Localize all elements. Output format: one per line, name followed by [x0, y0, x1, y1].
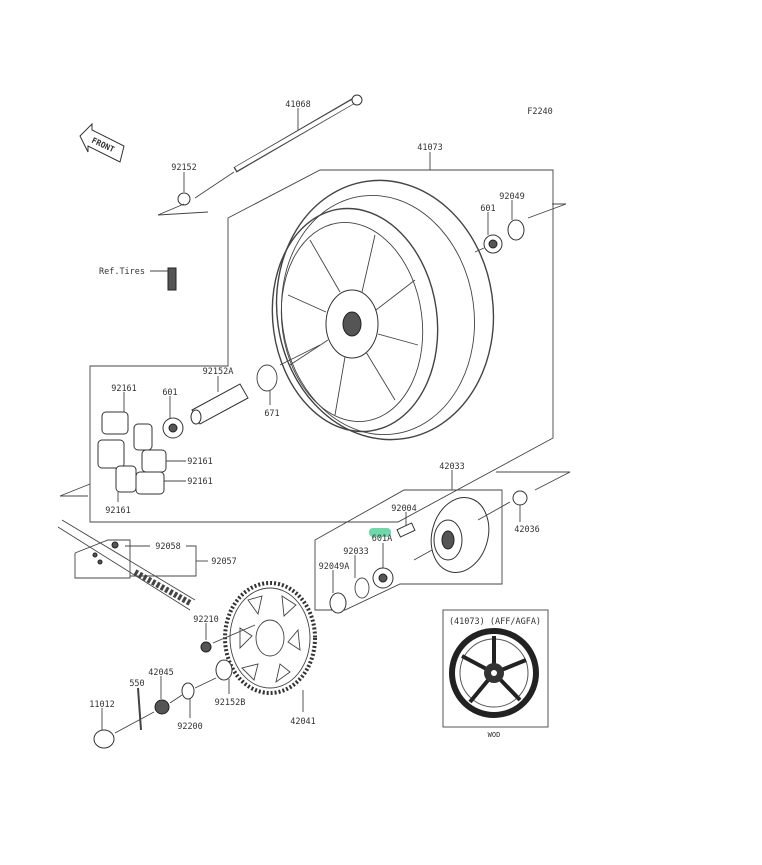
chain-part	[57, 519, 196, 611]
label-11012[interactable]: 11012	[89, 700, 115, 710]
inset-caption: WOD	[488, 731, 501, 739]
cotter-pin-part	[137, 687, 142, 731]
label-601[interactable]: 601	[162, 388, 177, 398]
stud-part	[396, 522, 416, 538]
inset-title: (41073) (AFF/AGFA)	[449, 617, 541, 627]
collar-sprocket-part	[215, 659, 233, 681]
label-92210[interactable]: 92210	[193, 615, 219, 625]
label-92161[interactable]: 92161	[187, 457, 213, 467]
label-92161[interactable]: 92161	[111, 384, 137, 394]
label-92161[interactable]: 92161	[105, 506, 131, 516]
front-arrow-icon: FRONT	[79, 122, 125, 163]
coupling-part	[430, 497, 490, 573]
inset-wheel-image	[449, 628, 539, 718]
inset-box	[442, 609, 549, 728]
label-42041[interactable]: 42041	[290, 717, 316, 727]
label-92152[interactable]: 92152	[171, 163, 197, 173]
label-92152a[interactable]: 92152A	[203, 367, 234, 377]
figure-code: F2240	[527, 107, 553, 117]
label-92049a[interactable]: 92049A	[319, 562, 350, 572]
washer-part	[181, 682, 195, 700]
oring-part	[256, 364, 278, 392]
label-41073[interactable]: 41073	[417, 143, 443, 153]
label-92152b[interactable]: 92152B	[215, 698, 246, 708]
axle-part	[194, 94, 363, 199]
label-92161[interactable]: 92161	[187, 477, 213, 487]
label-92200[interactable]: 92200	[177, 722, 203, 732]
label-ref-tires[interactable]: Ref.Tires	[99, 267, 145, 277]
label-671[interactable]: 671	[264, 409, 279, 419]
circlip-part	[354, 577, 370, 599]
part-labels: F2240 41068 41073 92152 601 92049 Ref.Ti…	[89, 100, 553, 732]
label-42045[interactable]: 42045	[148, 668, 174, 678]
label-601a[interactable]: 601A	[372, 534, 392, 544]
axle-nut-part	[154, 699, 170, 715]
label-550[interactable]: 550	[129, 679, 144, 689]
label-42036[interactable]: 42036	[514, 525, 540, 535]
label-92058[interactable]: 92058	[155, 542, 181, 552]
label-42033[interactable]: 42033	[439, 462, 465, 472]
label-92057[interactable]: 92057	[211, 557, 237, 567]
wheel-part	[271, 179, 495, 441]
collar-coupling-part	[512, 490, 528, 506]
collar-part	[177, 192, 191, 206]
seal-coupling-part	[329, 592, 347, 614]
cap-part	[93, 729, 115, 749]
collar-center-part	[190, 383, 249, 425]
sprocket-nut-part	[200, 641, 212, 653]
sprocket-part	[223, 581, 317, 695]
highlight-marker	[369, 528, 391, 537]
damper-parts	[97, 411, 167, 495]
label-41068[interactable]: 41068	[285, 100, 311, 110]
valve-part	[167, 267, 177, 291]
label-92004[interactable]: 92004	[391, 504, 417, 514]
label-92033[interactable]: 92033	[343, 547, 369, 557]
seal-part	[507, 219, 525, 241]
label-92049[interactable]: 92049	[499, 192, 525, 202]
label-601[interactable]: 601	[480, 204, 495, 214]
